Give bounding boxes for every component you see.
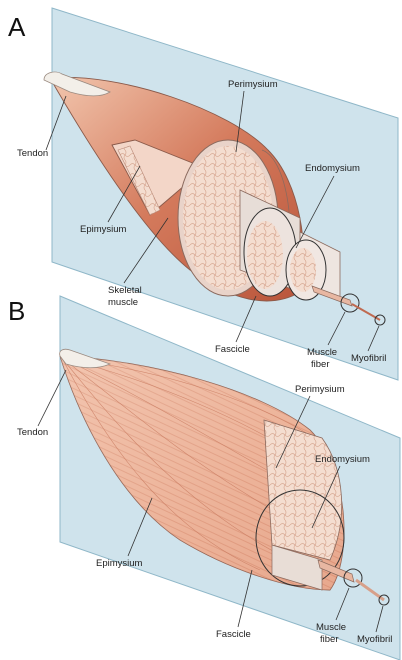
panel-a-label-muscle-fiber-1: Muscle	[307, 347, 337, 358]
panel-a-label-muscle-fiber-2: fiber	[311, 359, 329, 370]
panel-b-label-endomysium: Endomysium	[315, 454, 370, 465]
panel-b-label-muscle-fiber-2: fiber	[320, 634, 338, 645]
panel-b-label-muscle-fiber-1: Muscle	[316, 622, 346, 633]
panel-a-label-epimysium: Epimysium	[80, 224, 127, 235]
panel-b-label-perimysium: Perimysium	[295, 384, 345, 395]
panel-a-label-tendon: Tendon	[17, 148, 48, 159]
panel-b-label-tendon: Tendon	[17, 427, 48, 438]
panel-b-label-myofibril: Myofibril	[357, 634, 392, 645]
panel-a-label-perimysium: Perimysium	[228, 79, 278, 90]
panel-b-letter: B	[8, 296, 25, 326]
panel-a-label-myofibril: Myofibril	[351, 353, 386, 364]
panel-a-label-skeletal: Skeletal	[108, 285, 142, 296]
panel-a-endomysium-fibers	[247, 221, 283, 289]
panel-a-label-muscle: muscle	[108, 297, 138, 308]
panel-a-letter: A	[8, 12, 26, 42]
panel-b-label-fascicle: Fascicle	[216, 629, 251, 640]
panel-b-label-epimysium: Epimysium	[96, 558, 143, 569]
panel-a-label-endomysium: Endomysium	[305, 163, 360, 174]
panel-a-label-fascicle: Fascicle	[215, 344, 250, 355]
